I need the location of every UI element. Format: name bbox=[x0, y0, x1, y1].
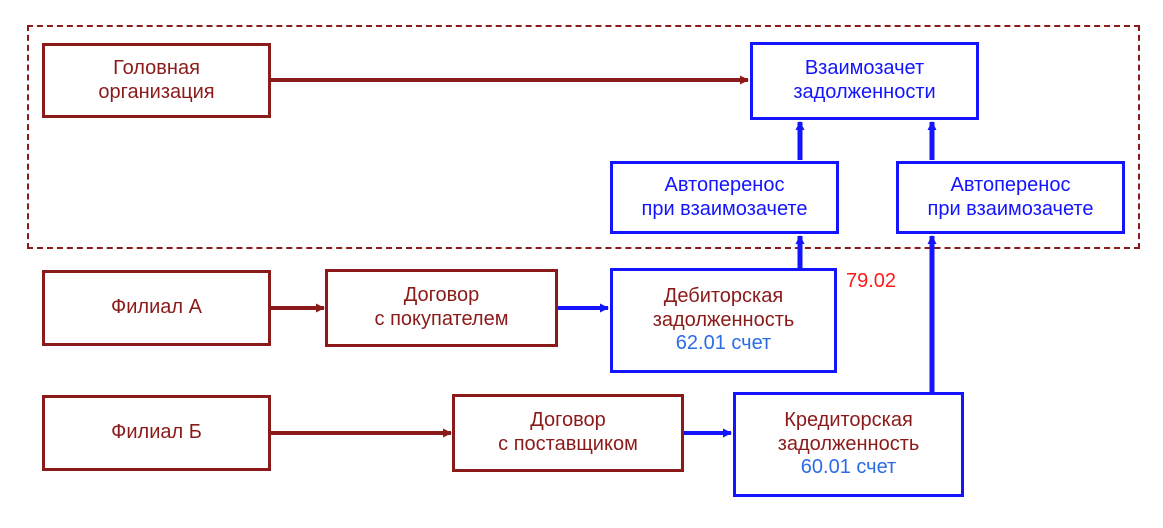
node-receivable-account: 62.01 счет bbox=[675, 332, 772, 355]
node-branch-a-label: Филиал А bbox=[111, 296, 202, 319]
head-organization-scope-region bbox=[27, 25, 1140, 249]
node-mutual-offset-line1: Взаимозачет bbox=[804, 57, 925, 80]
node-branch-b[interactable]: Филиал Б bbox=[42, 395, 271, 471]
node-payable-line1: Кредиторская bbox=[784, 409, 913, 432]
node-mutual-offset-line2: задолженности bbox=[793, 81, 936, 103]
node-receivable[interactable]: Дебиторская задолженность 62.01 счет bbox=[610, 268, 837, 373]
node-payable[interactable]: Кредиторская задолженность 60.01 счет bbox=[733, 392, 964, 497]
node-head-organization[interactable]: Головная организация bbox=[42, 43, 271, 118]
node-contract-supplier-line2: с поставщиком bbox=[498, 433, 638, 455]
node-contract-supplier-line1: Договор bbox=[530, 409, 606, 432]
node-receivable-line2: задолженность bbox=[652, 308, 795, 331]
node-payable-line2: задолженность bbox=[777, 432, 920, 455]
node-branch-a[interactable]: Филиал А bbox=[42, 270, 271, 346]
label-offset-account-79-02: 79.02 bbox=[846, 270, 897, 292]
node-autotransfer-right-line1: Автоперенос bbox=[950, 173, 1071, 196]
node-contract-buyer-line1: Договор bbox=[403, 284, 480, 307]
node-payable-account: 60.01 счет bbox=[800, 456, 897, 479]
node-mutual-offset[interactable]: Взаимозачет задолженности bbox=[750, 42, 979, 120]
node-autotransfer-left-line1: Автоперенос bbox=[664, 173, 785, 196]
node-autotransfer-right-line2: при взаимозачете bbox=[927, 197, 1094, 220]
node-head-organization-line1: Головная bbox=[113, 56, 200, 79]
node-autotransfer-left-line2: при взаимозачете bbox=[641, 197, 808, 220]
node-head-organization-line2: организация bbox=[98, 80, 215, 103]
node-receivable-line1: Дебиторская bbox=[663, 285, 784, 308]
node-contract-buyer-line2: с покупателем bbox=[374, 308, 509, 330]
node-contract-buyer[interactable]: Договор с покупателем bbox=[325, 269, 558, 347]
node-autotransfer-left[interactable]: Автоперенос при взаимозачете bbox=[610, 161, 839, 234]
node-contract-supplier[interactable]: Договор с поставщиком bbox=[452, 394, 684, 472]
node-autotransfer-right[interactable]: Автоперенос при взаимозачете bbox=[896, 161, 1125, 234]
node-branch-b-label: Филиал Б bbox=[111, 421, 202, 444]
